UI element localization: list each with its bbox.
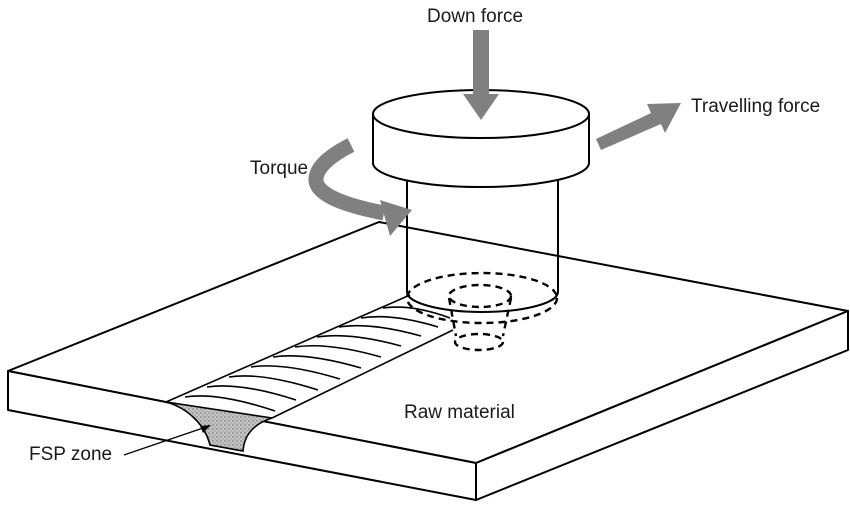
fsp-zone-label: FSP zone	[29, 444, 112, 465]
leader-arrowhead	[200, 425, 211, 433]
track-arc	[272, 355, 362, 369]
torque-arrow	[308, 138, 412, 236]
curved-arrow-icon	[308, 138, 386, 221]
pin-side-right	[501, 297, 513, 337]
track-arc	[360, 315, 439, 328]
track-arc	[294, 344, 382, 358]
curved-arrow-head	[380, 200, 412, 236]
track-arc	[228, 375, 319, 391]
leader-line	[123, 426, 207, 456]
pin-top-ellipse	[447, 283, 513, 309]
tool-shank	[406, 170, 559, 313]
track-arc	[316, 334, 402, 347]
pin-bottom-ellipse	[453, 332, 505, 352]
diagonal-arrow-icon	[596, 103, 681, 150]
track-arc	[206, 385, 297, 401]
track-arc	[338, 324, 422, 337]
pin-side-left	[447, 297, 458, 337]
track-edge-left	[165, 294, 411, 403]
raw-material-label: Raw material	[404, 402, 515, 423]
track-edge-right	[271, 329, 454, 419]
track-arc	[184, 395, 276, 412]
down-force-label: Down force	[427, 6, 523, 27]
track-arc	[382, 306, 451, 319]
fsp-zone-section	[165, 401, 273, 452]
plate-side-face	[475, 310, 849, 501]
tool-pin-outline	[405, 271, 559, 352]
travelling-force-label: Travelling force	[691, 96, 820, 117]
shoulder-footprint	[405, 271, 559, 325]
torque-label: Torque	[250, 158, 308, 179]
down-arrow-icon	[463, 30, 499, 120]
processed-track	[165, 294, 454, 419]
track-arc	[250, 365, 341, 380]
fsp-zone-leader	[123, 425, 211, 456]
